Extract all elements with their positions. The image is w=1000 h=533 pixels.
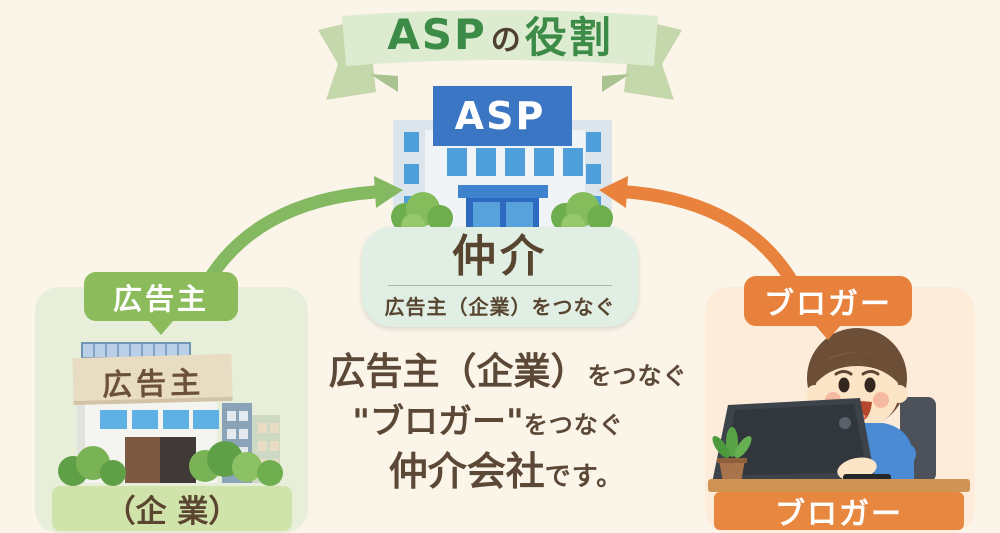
broker-divider bbox=[388, 285, 612, 286]
description-line-2-sub: をつなぐ bbox=[523, 411, 624, 439]
asp-building-windows bbox=[447, 148, 583, 176]
description-line-1: 広告主（企業）をつなぐ bbox=[308, 349, 708, 399]
bush-left bbox=[391, 192, 453, 235]
title-asp: ASP bbox=[387, 9, 487, 59]
bush-left bbox=[58, 446, 126, 486]
advertiser-building-windows bbox=[100, 410, 219, 429]
description-line-1-main: 広告主（企業） bbox=[328, 350, 588, 393]
blogger-illustration bbox=[712, 328, 936, 482]
advertiser-building-illustration bbox=[58, 342, 283, 486]
potted-plant bbox=[712, 427, 752, 482]
blogger-caption: ブロガー bbox=[714, 492, 964, 532]
advertiser-building-sign: 広告主 bbox=[101, 365, 205, 404]
broker-title: 仲介 bbox=[452, 231, 548, 282]
blogger-badge: ブロガー bbox=[744, 276, 912, 340]
rooftop-glass-panel bbox=[81, 342, 191, 359]
advertiser-badge-label: 広告主 bbox=[112, 281, 209, 316]
blogger-caption-label: ブロガー bbox=[775, 497, 903, 532]
blogger-badge-pointer bbox=[816, 326, 840, 340]
description-line-1-sub: をつなぐ bbox=[587, 362, 688, 390]
title-yakuwari: 役割 bbox=[524, 12, 613, 62]
description-line-3-main: 仲介会社 bbox=[388, 450, 545, 495]
broker-subtitle: 広告主（企業）をつなぐ bbox=[384, 295, 616, 319]
title-no: の bbox=[490, 23, 521, 58]
advertiser-badge-pointer bbox=[149, 321, 173, 335]
description-line-2-main: "ブロガー" bbox=[352, 402, 524, 442]
advertiser-caption: （企 業） bbox=[52, 486, 292, 531]
description-line-2: "ブロガー"をつなぐ bbox=[288, 401, 688, 446]
page-title: ASP の 役割 bbox=[340, 8, 660, 62]
desk bbox=[708, 479, 970, 492]
advertiser-badge: 広告主 bbox=[84, 272, 238, 335]
asp-building-sign: ASP bbox=[454, 94, 546, 138]
broker-card: 仲介 広告主（企業）をつなぐ bbox=[362, 227, 638, 327]
description-line-3: 仲介会社です。 bbox=[306, 449, 706, 501]
description-line-3-sub: です。 bbox=[544, 462, 624, 492]
blogger-badge-label: ブロガー bbox=[764, 287, 892, 322]
advertiser-caption-label: （企 業） bbox=[104, 494, 240, 530]
ribbon-band bbox=[342, 10, 658, 66]
title-ribbon-banner bbox=[318, 10, 682, 100]
bush-right bbox=[189, 441, 283, 486]
